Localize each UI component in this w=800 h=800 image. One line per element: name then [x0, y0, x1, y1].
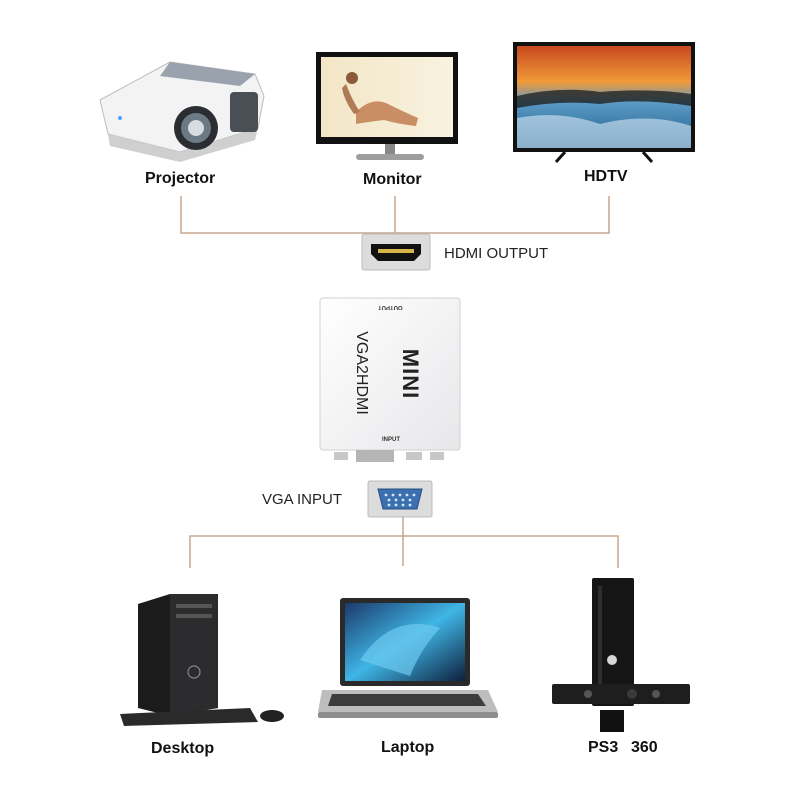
hdmi-output-label: HDMI OUTPUT — [444, 245, 549, 262]
output-connector-lines — [180, 196, 610, 240]
converter-model-text: VGA2HDMI — [353, 331, 370, 415]
vga-to-hdmi-converter-icon — [319, 297, 461, 462]
hdtv-icon — [513, 42, 695, 164]
vga-port-icon — [367, 480, 433, 518]
game-console-icon — [552, 578, 690, 732]
hdmi-port-icon — [361, 233, 431, 271]
output-label-hdtv: HDTV — [584, 168, 628, 185]
projector-icon — [99, 61, 265, 162]
input-connector-lines — [189, 517, 619, 568]
desktop-pc-icon — [120, 594, 284, 726]
converter-output-port-label: OUTPUT — [378, 304, 403, 310]
monitor-icon — [316, 52, 458, 160]
vga-input-label: VGA INPUT — [262, 491, 343, 508]
laptop-icon — [318, 598, 498, 718]
output-label-projector: Projector — [145, 170, 216, 187]
input-label-laptop: Laptop — [381, 739, 435, 756]
output-label-monitor: Monitor — [363, 171, 422, 188]
converter-brand-text: MINI — [398, 348, 423, 400]
converter-input-port-label: INPUT — [382, 437, 400, 443]
input-label-360: 360 — [631, 739, 658, 756]
input-label-ps3: PS3 — [588, 739, 619, 756]
input-label-desktop: Desktop — [151, 740, 215, 757]
